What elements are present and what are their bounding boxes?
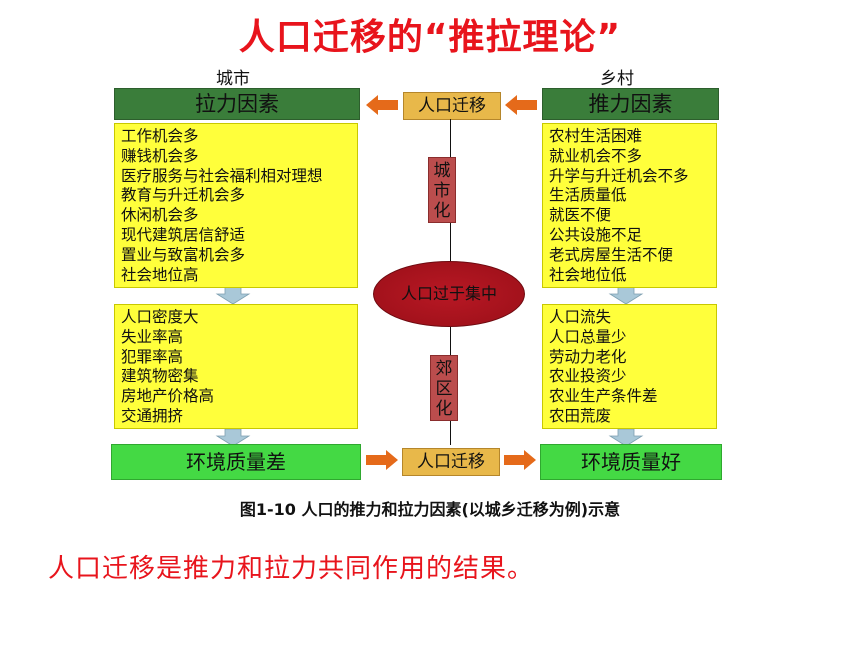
list-item: 就医不便 [549,206,612,225]
arrow-right-icon [504,450,536,470]
list-item: 生活质量低 [549,186,627,205]
arrow-down-icon [215,286,251,305]
rural-label: 乡村 [600,69,634,89]
conclusion-text: 人口迁移是推力和拉力共同作用的结果。 [48,554,535,584]
list-item: 农村生活困难 [549,127,643,145]
list-item: 休闲机会多 [121,206,199,225]
list-item: 社会地位低 [549,265,627,284]
suburbanization-tag: 郊 区 化 [430,355,458,421]
city-environment-box: 环境质量差 [111,444,361,480]
list-item: 升学与升迁机会不多 [549,166,689,185]
migration-box-top: 人口迁移 [403,92,501,120]
arrow-down-icon [215,428,251,447]
push-factors-header: 推力因素 [542,88,719,120]
list-item: 公共设施不足 [549,225,643,244]
rural-problems-box: 人口流失 人口总量少 劳动力老化 农业投资少 农业生产条件差 农田荒废 [542,304,717,429]
tag-char: 区 [435,379,453,399]
tag-char: 城 [433,161,451,181]
list-item: 现代建筑居信舒适 [121,225,246,244]
arrow-down-icon [608,286,644,305]
list-item: 建筑物密集 [121,367,199,386]
rural-environment-box: 环境质量好 [540,444,722,480]
list-item: 工作机会多 [121,127,199,145]
figure-caption: 图1-10 人口的推力和拉力因素(以城乡迁移为例)示意 [239,500,621,519]
list-item: 赚钱机会多 [121,146,199,165]
arrow-down-icon [608,428,644,447]
page-title: 人口迁移的“推拉理论” [238,17,622,58]
tag-char: 化 [433,201,451,221]
list-item: 置业与致富机会多 [121,245,246,264]
arrow-left-icon [366,95,398,115]
arrow-left-icon [505,95,537,115]
list-item: 农田荒废 [549,406,612,425]
list-item: 医疗服务与社会福利相对理想 [121,166,323,185]
list-item: 失业率高 [121,327,184,346]
list-item: 交通拥挤 [121,406,184,425]
tag-char: 郊 [435,359,453,379]
migration-box-bottom: 人口迁移 [402,448,500,476]
city-pull-factors-box: 工作机会多 赚钱机会多 医疗服务与社会福利相对理想 教育与升迁机会多 休闲机会多… [114,123,358,288]
list-item: 老式房屋生活不便 [549,245,674,264]
pull-factors-header: 拉力因素 [114,88,360,120]
tag-char: 市 [433,181,451,201]
urbanization-tag: 城 市 化 [428,157,456,223]
tag-char: 化 [435,399,453,419]
population-concentration-ellipse: 人口过于集中 [373,261,525,327]
list-item: 人口密度大 [121,308,199,326]
list-item: 人口总量少 [549,327,627,346]
list-item: 房地产价格高 [121,387,215,406]
list-item: 农业投资少 [549,367,627,386]
list-item: 社会地位高 [121,265,199,284]
rural-push-factors-box: 农村生活困难 就业机会不多 升学与升迁机会不多 生活质量低 就医不便 公共设施不… [542,123,717,288]
list-item: 人口流失 [549,308,612,326]
list-item: 农业生产条件差 [549,387,658,406]
city-problems-box: 人口密度大 失业率高 犯罪率高 建筑物密集 房地产价格高 交通拥挤 [114,304,358,429]
list-item: 教育与升迁机会多 [121,186,246,205]
list-item: 就业机会不多 [549,146,643,165]
city-label: 城市 [216,69,250,89]
arrow-right-icon [366,450,398,470]
list-item: 劳动力老化 [549,347,627,366]
list-item: 犯罪率高 [121,347,184,366]
